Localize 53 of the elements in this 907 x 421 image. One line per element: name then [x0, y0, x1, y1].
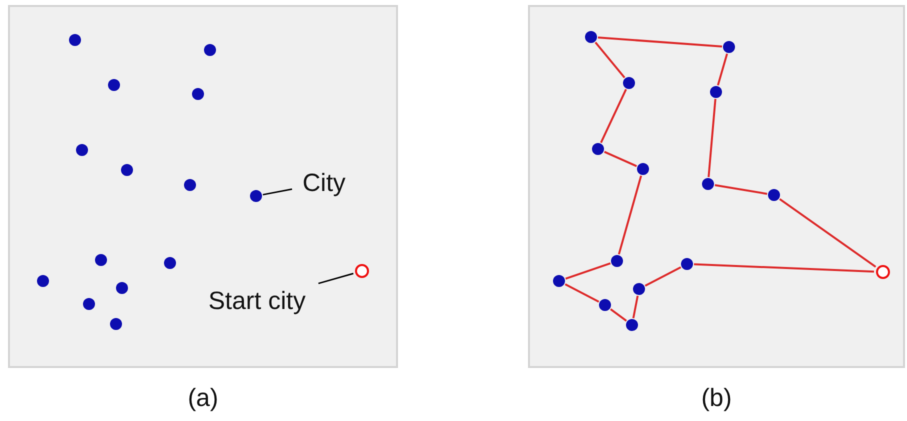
plot-panel — [8, 5, 398, 368]
route-line — [565, 262, 611, 280]
city-dot — [626, 319, 638, 331]
route-line — [708, 98, 716, 178]
route-line — [594, 42, 626, 78]
city-dot — [633, 283, 645, 295]
route-line — [694, 263, 874, 273]
city-dot — [110, 318, 122, 330]
city-dot — [37, 275, 49, 287]
city-dot — [184, 179, 196, 191]
city-dot — [592, 143, 604, 155]
route-line — [714, 184, 768, 195]
city-dot — [121, 164, 133, 176]
start-city-marker — [876, 265, 890, 279]
route-line — [610, 308, 627, 322]
start-city-marker — [355, 264, 369, 278]
city-dot — [83, 298, 95, 310]
city-dot — [585, 31, 597, 43]
city-dot — [69, 34, 81, 46]
city-dot — [250, 190, 262, 202]
route-line — [716, 53, 728, 86]
route-line — [779, 198, 876, 268]
route-line — [618, 175, 642, 255]
city-dot — [599, 299, 611, 311]
city-dot — [702, 178, 714, 190]
city-dot — [681, 258, 693, 270]
route-line — [598, 36, 722, 48]
route-line — [604, 150, 637, 168]
city-dot — [710, 86, 722, 98]
city-dot — [192, 88, 204, 100]
text-label: City — [294, 166, 354, 200]
city-dot — [723, 41, 735, 53]
city-dot — [116, 282, 128, 294]
leader-line — [262, 188, 292, 196]
route-line — [644, 266, 682, 287]
city-dot — [611, 255, 623, 267]
city-dot — [768, 189, 780, 201]
plot-panel — [528, 5, 905, 368]
city-dot — [204, 44, 216, 56]
city-dot — [637, 163, 649, 175]
route-line — [632, 296, 639, 318]
leader-line — [318, 272, 354, 284]
city-dot — [76, 144, 88, 156]
panel-caption: (a) — [188, 384, 218, 413]
city-dot — [164, 257, 176, 269]
city-dot — [553, 275, 565, 287]
route-line — [600, 88, 627, 144]
city-dot — [108, 79, 120, 91]
panel-caption: (b) — [701, 384, 732, 413]
route-line — [564, 283, 600, 303]
city-dot — [95, 254, 107, 266]
city-dot — [623, 77, 635, 89]
text-label: Start city — [193, 284, 321, 318]
